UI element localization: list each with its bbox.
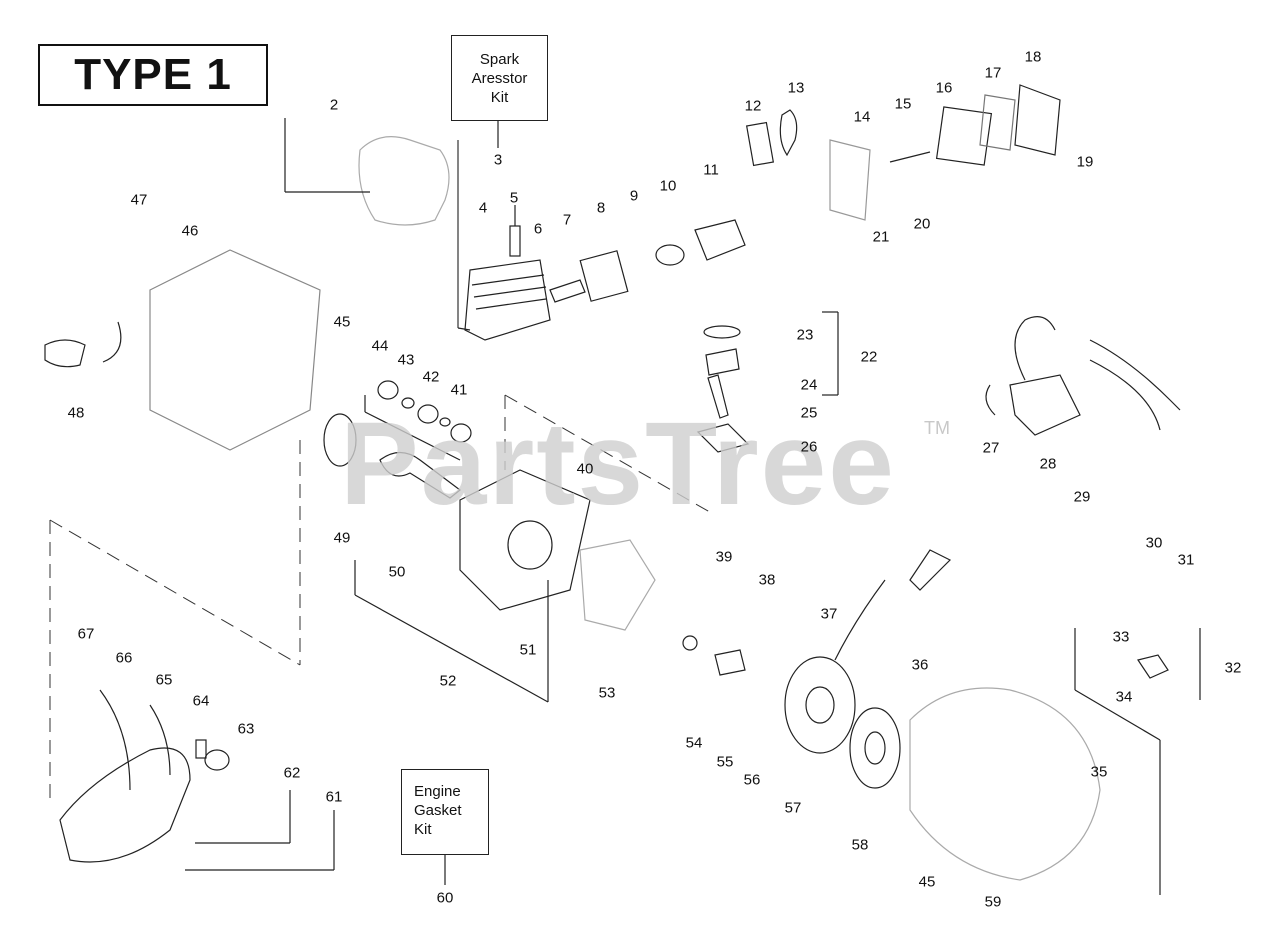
part-number-label: 28 — [1039, 455, 1057, 473]
part-number-label: 31 — [1177, 551, 1195, 569]
part-number-label: 66 — [115, 649, 133, 667]
part-number-label: 14 — [853, 108, 871, 126]
part-number-label: 35 — [1090, 763, 1108, 781]
part-number-label: 45 — [918, 873, 936, 891]
part-number-label: 22 — [860, 348, 878, 366]
part-number-label: 54 — [685, 734, 703, 752]
part-number-label: 29 — [1073, 488, 1091, 506]
part-number-label: 42 — [422, 368, 440, 386]
part-number-label: 18 — [1024, 48, 1042, 66]
spark-arrestor-kit-box: Spark Aresstor Kit — [451, 35, 548, 121]
part-number-label: 46 — [181, 222, 199, 240]
trademark-mark: TM — [924, 418, 950, 438]
part-number-label: 27 — [982, 439, 1000, 457]
part-number-label: 50 — [388, 563, 406, 581]
part-number-label: 48 — [67, 404, 85, 422]
alignment-lines — [49, 394, 716, 800]
part-number-label: 21 — [872, 228, 890, 246]
part-number-label: 63 — [237, 720, 255, 738]
spark-plug-part — [509, 205, 521, 257]
part-number-label: 33 — [1112, 628, 1130, 646]
air-filter-parts — [745, 84, 1061, 221]
part-number-label: 26 — [800, 438, 818, 456]
part-number-label: 53 — [598, 684, 616, 702]
kit-line: Aresstor — [471, 70, 528, 87]
part-number-label: 13 — [787, 79, 805, 97]
part-number-label: 44 — [371, 337, 389, 355]
part-number-label: 47 — [130, 191, 148, 209]
part-number-label: 32 — [1224, 659, 1242, 677]
muffler-part — [284, 118, 450, 226]
part-number-label: 52 — [439, 672, 457, 690]
part-number-label: 59 — [984, 893, 1002, 911]
part-number-label: 65 — [155, 671, 173, 689]
part-number-label: 4 — [478, 199, 488, 217]
part-number-label: 58 — [851, 836, 869, 854]
part-number-label: 25 — [800, 404, 818, 422]
kit-line: Gasket — [414, 802, 462, 819]
part-number-label: 67 — [77, 625, 95, 643]
part-number-label: 24 — [800, 376, 818, 394]
kit-line: Engine — [414, 783, 461, 800]
starter-parts — [682, 549, 1201, 789]
part-number-label: 8 — [596, 199, 606, 217]
part-number-label: 60 — [436, 889, 454, 907]
cylinder-part — [457, 140, 551, 341]
part-number-label: 19 — [1076, 153, 1094, 171]
part-number-label: 3 — [493, 151, 503, 169]
part-number-label: 5 — [509, 189, 519, 207]
type-heading: TYPE 1 — [38, 44, 268, 106]
part-number-label: 38 — [758, 571, 776, 589]
part-number-label: 15 — [894, 95, 912, 113]
part-number-label: 12 — [744, 97, 762, 115]
part-number-label: 30 — [1145, 534, 1163, 552]
part-number-label: 37 — [820, 605, 838, 623]
part-number-label: 39 — [715, 548, 733, 566]
part-number-label: 2 — [329, 96, 339, 114]
part-number-label: 62 — [283, 764, 301, 782]
part-number-label: 17 — [984, 64, 1002, 82]
part-number-label: 16 — [935, 79, 953, 97]
watermark: PartsTree — [340, 398, 896, 530]
part-number-label: 43 — [397, 351, 415, 369]
part-number-label: 45 — [333, 313, 351, 331]
part-number-label: 34 — [1115, 688, 1133, 706]
engine-gasket-kit-box: Engine Gasket Kit — [401, 769, 489, 855]
part-number-label: 9 — [629, 187, 639, 205]
intake-parts — [549, 219, 746, 303]
part-number-label: 20 — [913, 215, 931, 233]
kit-line: Kit — [414, 821, 432, 838]
part-number-label: 55 — [716, 753, 734, 771]
part-number-label: 64 — [192, 692, 210, 710]
starter-housing-part — [909, 687, 1161, 895]
ignition-coil-part — [985, 316, 1181, 436]
crankcase-part — [354, 451, 656, 703]
part-number-label: 6 — [533, 220, 543, 238]
part-number-label: 57 — [784, 799, 802, 817]
part-number-label: 56 — [743, 771, 761, 789]
part-number-label: 10 — [659, 177, 677, 195]
part-number-label: 7 — [562, 211, 572, 229]
part-number-label: 40 — [576, 460, 594, 478]
engine-cover-part — [44, 249, 321, 451]
piston-part — [696, 311, 839, 453]
part-number-label: 61 — [325, 788, 343, 806]
kit-line: Spark — [479, 51, 520, 68]
type-heading-text: TYPE 1 — [74, 50, 232, 99]
part-number-label: 49 — [333, 529, 351, 547]
part-number-label: 23 — [796, 326, 814, 344]
part-number-label: 51 — [519, 641, 537, 659]
bearing-parts — [323, 380, 472, 467]
part-number-label: 11 — [703, 161, 719, 179]
kit-line: Kit — [490, 89, 509, 106]
part-number-label: 36 — [911, 656, 929, 674]
part-number-label: 41 — [450, 381, 468, 399]
fuel-tank-part — [59, 689, 335, 871]
